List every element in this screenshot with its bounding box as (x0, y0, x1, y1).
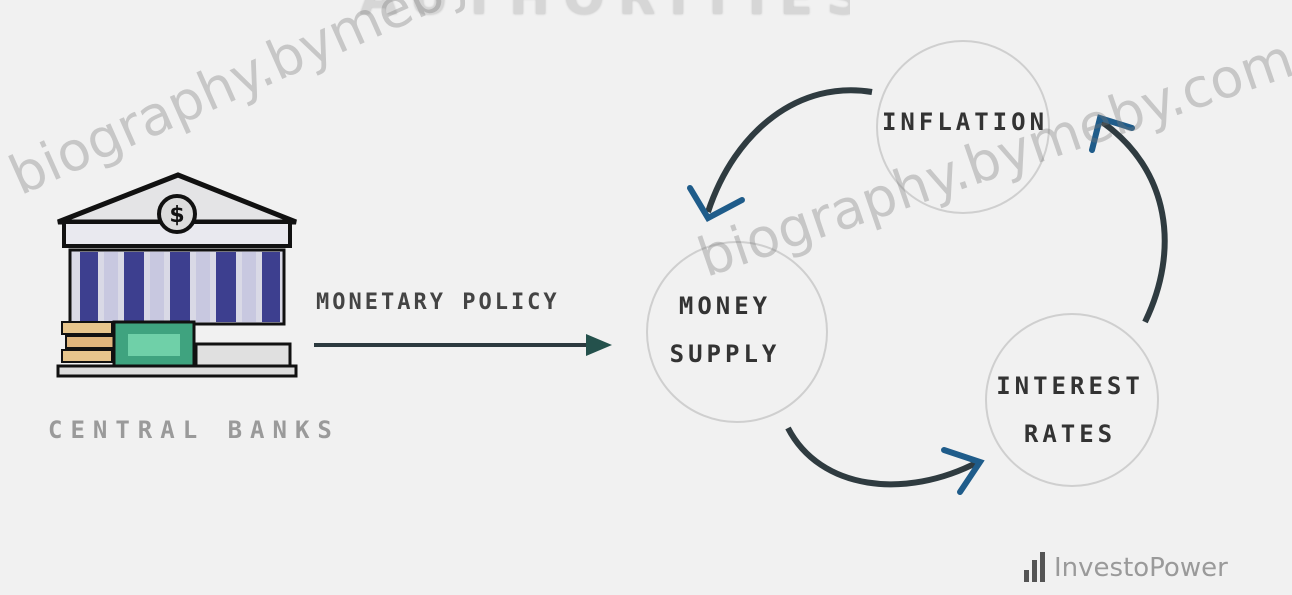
arrow-inflation-to-money (705, 87, 873, 213)
diagram-title: AUTHORITIES (360, 0, 850, 30)
interest-rates-label: INTEREST RATES (985, 362, 1155, 458)
money-supply-line-1: MONEY (678, 292, 772, 320)
inflation-label: INFLATION (881, 108, 1049, 136)
central-banks-label: CENTRAL BANKS (48, 416, 340, 444)
bank-icon (56, 172, 298, 378)
money-supply-line-2: SUPPLY (669, 340, 781, 368)
monetary-policy-arrowhead (586, 334, 612, 356)
brand-logo-icon (1024, 552, 1045, 582)
brand-wordmark: InvestoPower (1022, 552, 1228, 583)
inflation-circle (876, 40, 1050, 214)
interest-rates-line-1: INTEREST (996, 372, 1144, 400)
money-supply-circle (646, 241, 828, 423)
arrowhead-inflation-to-money (687, 185, 745, 222)
money-supply-label: MONEY SUPPLY (650, 282, 800, 378)
arrowhead-interest-to-inflation (1089, 114, 1135, 153)
brand-name: InvestoPower (1054, 553, 1228, 583)
arrow-interest-to-inflation (1100, 119, 1168, 324)
arrowhead-money-to-interest (941, 447, 985, 495)
monetary-policy-label: MONETARY POLICY (316, 290, 560, 315)
svg-text:$: $ (169, 203, 184, 228)
dollar-icon: $ (157, 194, 197, 234)
arrow-money-to-interest (785, 426, 980, 488)
interest-rates-circle (985, 313, 1159, 487)
interest-rates-line-2: RATES (1023, 420, 1117, 448)
